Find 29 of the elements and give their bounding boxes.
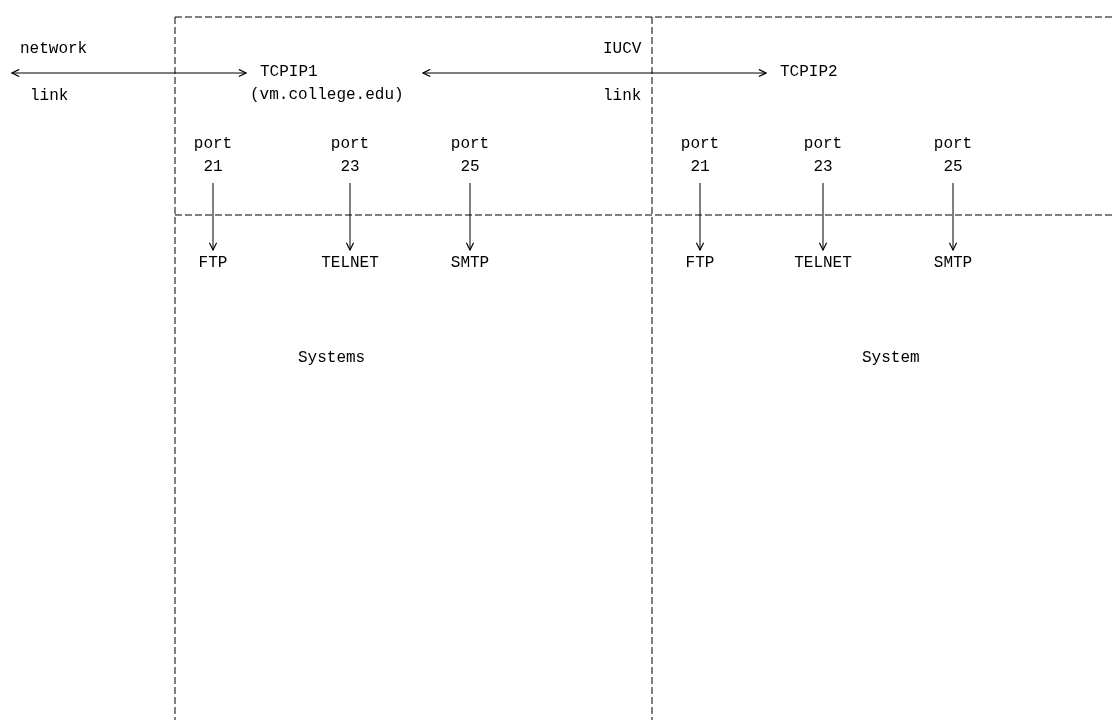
node-title: SMTP — [933, 253, 973, 274]
text-label: link — [30, 86, 69, 107]
node-title: TELNET — [321, 253, 379, 274]
text-label: link — [603, 86, 642, 107]
arrow — [948, 182, 958, 251]
arrow — [208, 182, 218, 251]
node-title: port 23 — [329, 134, 371, 178]
node-title: SMTP — [450, 253, 490, 274]
node-title: port 23 — [802, 134, 844, 178]
node-title: port 25 — [932, 134, 974, 178]
arrow — [465, 182, 475, 251]
arrow — [818, 182, 828, 251]
node-title: FTP — [685, 253, 715, 274]
text-label: network — [20, 39, 88, 60]
node-title: TCPIP1 — [259, 62, 318, 83]
text-label: IUCV — [603, 39, 642, 60]
text-label: System — [862, 348, 920, 369]
text-label: Systems — [298, 348, 366, 369]
node-title: port 25 — [449, 134, 491, 178]
arrow — [695, 182, 705, 251]
arrow — [422, 68, 767, 78]
node-title: port 21 — [192, 134, 234, 178]
node-title: port 21 — [679, 134, 721, 178]
node-title: TCPIP2 — [779, 62, 838, 83]
host-name: (vm.college.edu) — [250, 85, 404, 106]
arrow — [11, 68, 247, 78]
node-title: FTP — [198, 253, 228, 274]
arrow — [345, 182, 355, 251]
node-title: TELNET — [794, 253, 852, 274]
